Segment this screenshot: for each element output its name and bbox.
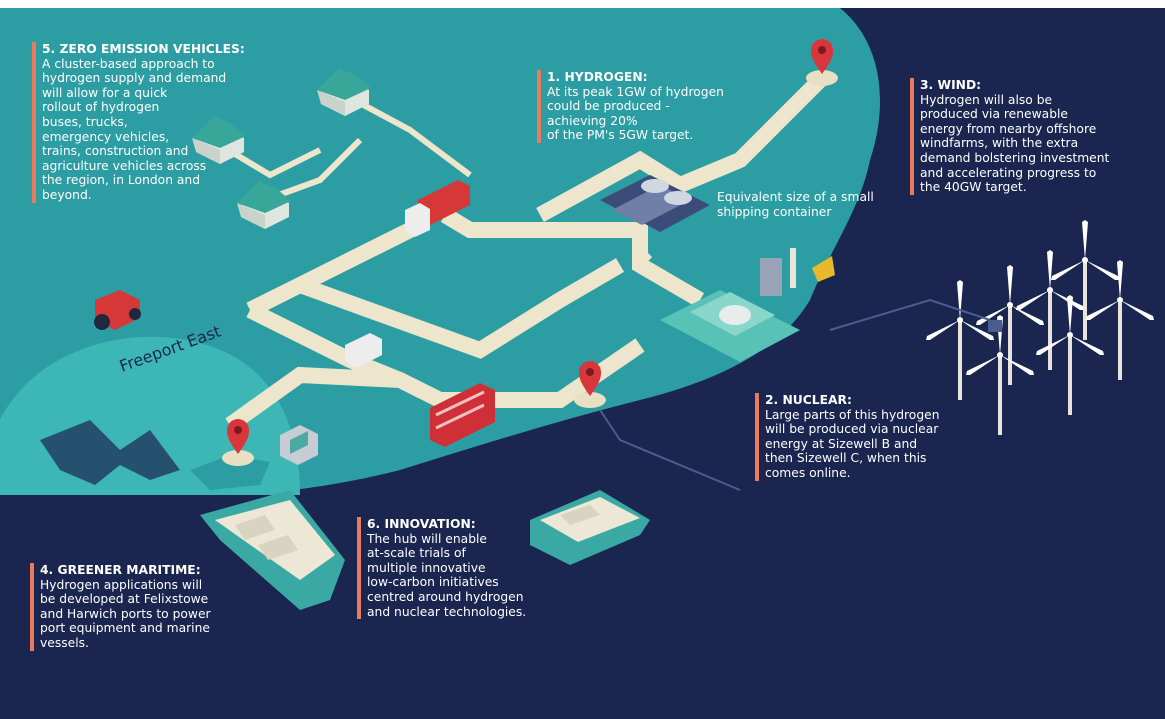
forklift (280, 425, 318, 465)
subsea-cables (599, 298, 991, 491)
section-body: Large parts of this hydrogen will be pro… (765, 407, 940, 480)
harbour-inlet (40, 420, 180, 485)
section-body: Hydrogen applications will be developed … (40, 577, 211, 650)
section-body: The hub will enable at-scale trials of m… (367, 531, 527, 619)
lorry (405, 180, 470, 237)
cargo-ship (530, 490, 650, 565)
hydrogen-plant (600, 175, 710, 232)
van (345, 333, 382, 368)
harbour-shore (190, 455, 270, 490)
nuclear-plant (660, 248, 835, 362)
double-decker-bus (430, 383, 495, 447)
container-size-note: Equivalent size of a small shipping cont… (717, 190, 874, 219)
section-title: 5. ZERO EMISSION VEHICLES: (42, 42, 245, 56)
section-nuclear: 2. NUCLEAR: Large parts of this hydrogen… (755, 393, 985, 481)
section-title: 1. HYDROGEN: (547, 70, 648, 84)
section-title: 3. WIND: (920, 78, 982, 92)
section-title: 2. NUCLEAR: (765, 393, 852, 407)
section-hydrogen: 1. HYDROGEN: At its peak 1GW of hydrogen… (537, 70, 767, 143)
section-title: 6. INNOVATION: (367, 517, 476, 531)
tractor (94, 290, 141, 330)
section-title: 4. GREENER MARITIME: (40, 563, 201, 577)
section-innovation: 6. INNOVATION: The hub will enable at-sc… (357, 517, 577, 620)
offshore-substation (988, 320, 1002, 332)
section-zero-emission-vehicles: 5. ZERO EMISSION VEHICLES: A cluster-bas… (32, 42, 282, 203)
section-body: Hydrogen will also be produced via renew… (920, 92, 1110, 195)
section-body: At its peak 1GW of hydrogen could be pro… (547, 84, 724, 143)
section-wind: 3. WIND: Hydrogen will also be produced … (910, 78, 1165, 195)
cargo-ship (200, 490, 345, 610)
section-greener-maritime: 4. GREENER MARITIME: Hydrogen applicatio… (30, 563, 250, 651)
section-body: A cluster-based approach to hydrogen sup… (42, 56, 227, 202)
road-network (225, 74, 826, 432)
